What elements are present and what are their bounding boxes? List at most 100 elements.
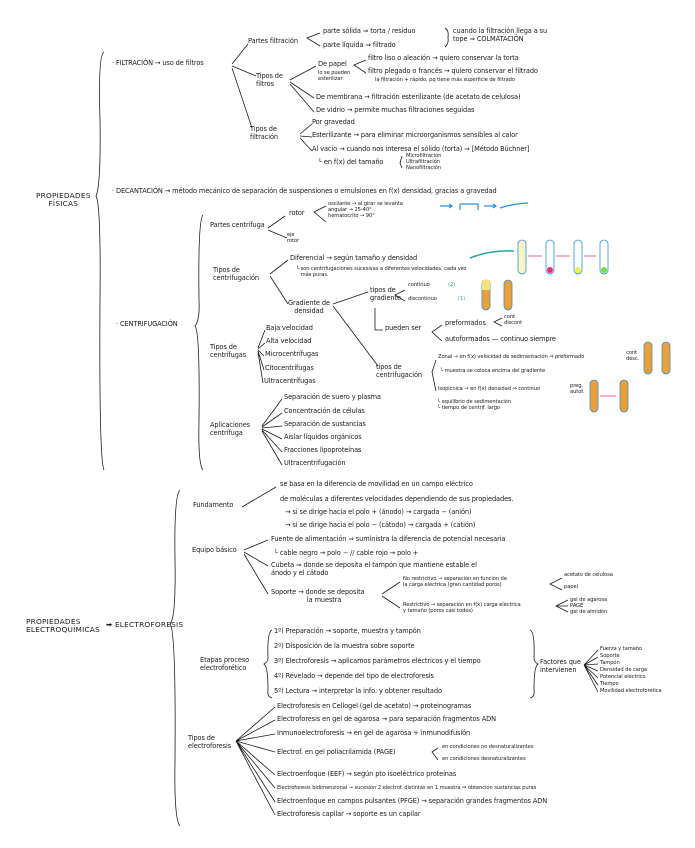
brace-electro bbox=[169, 489, 181, 827]
factor-item: Tampón bbox=[600, 660, 620, 666]
tipo-electroforesis-item: Electroforesis en Cellogel (gel de aceta… bbox=[277, 702, 472, 710]
zonal-note: └ muestra se coloca encima del gradiente bbox=[440, 368, 546, 374]
tipo-electroforesis-item: Electroenfoque en campos pulsantes (PFGE… bbox=[277, 797, 548, 805]
gradiente-continuo: continuo bbox=[408, 282, 430, 288]
centrifuga-item: Microcentrífugas bbox=[265, 350, 319, 358]
etapa-item: 4º) Revelado → depende del tipo de elect… bbox=[274, 672, 434, 680]
diferencial-note: └ son centrifugaciones sucesivas a difer… bbox=[296, 266, 467, 278]
al-vacio: Al vacío → cuando nos interesa el sólido… bbox=[312, 145, 530, 153]
rotor-sketch-icon bbox=[440, 202, 529, 210]
aplicacion-item: Concentración de células bbox=[284, 407, 365, 415]
test-tubes-icon bbox=[481, 239, 671, 413]
factor-item: Movilidad electroforética bbox=[600, 688, 662, 694]
aplicaciones-centrifuga: Aplicaciones centrífuga bbox=[210, 421, 250, 437]
fuente-alimentacion: Fuente de alimentación ⇒ suministra la d… bbox=[271, 535, 506, 543]
soporte: Soporte → donde se deposita la muestra bbox=[271, 588, 365, 604]
iso-note: └ equilibrio de sedimentación └ tiempo d… bbox=[437, 399, 511, 411]
rotor-tipos: oscilante → al girar se levanta angular … bbox=[328, 201, 403, 219]
aplicacion-item: Separación de sustancias bbox=[284, 420, 366, 428]
tipos-filtros: Tipos de filtros bbox=[256, 72, 283, 88]
title-propiedades-fisicas: PROPIEDADES FÍSICAS bbox=[36, 191, 91, 208]
filtro-papel: De papel bbox=[318, 60, 347, 68]
parte-solida: parte sólida ⇒ torta / residuo bbox=[323, 27, 416, 35]
brace-centrifugacion bbox=[194, 214, 204, 471]
isopicnica: Isopícnica → en f(x) densidad ⇒ continuo bbox=[438, 386, 540, 392]
teal-arrow-icon bbox=[469, 250, 515, 259]
tipos-electroforesis: Tipos de electroforesis bbox=[188, 734, 232, 750]
tipo-electroforesis-item: Electroforesis capilar → soporte es un c… bbox=[277, 810, 421, 818]
filtro-liso: filtro liso o aleación → quiero conserva… bbox=[368, 54, 519, 62]
tipos-centrif-gradiente: tipos de centrifugación bbox=[376, 363, 422, 379]
continuo-num: (2) bbox=[448, 282, 456, 288]
etapa-item: 3º) Electroforesis → aplicamos parámetro… bbox=[274, 657, 481, 665]
zonal: Zonal → en f(x) velocidad de sedimentaci… bbox=[438, 354, 585, 360]
tamano-tipos: Microfiltración Ultrafiltración Nanofilt… bbox=[406, 153, 442, 171]
por-gravedad: Por gravedad bbox=[312, 118, 355, 126]
en-funcion-tamano: └ en f(x) del tamaño bbox=[318, 158, 384, 166]
fundamento: Fundamento bbox=[193, 501, 234, 509]
etapa-item: 1º) Preparación → soporte, muestra y tam… bbox=[274, 627, 421, 635]
tipo-electroforesis-item: Electroforesis bidimensional → sucesión … bbox=[277, 785, 537, 791]
centrifuga-item: Baja velocidad bbox=[266, 324, 313, 332]
filtro-plegado: filtro plegado o francés → quiero conser… bbox=[368, 67, 538, 75]
factores-intervienen: Factores que intervienen bbox=[540, 658, 581, 674]
preformados-tipos: cont discont bbox=[504, 314, 523, 326]
aplicacion-item: Ultracentrifugación bbox=[284, 459, 346, 467]
factor-item: Potencial eléctrico bbox=[600, 674, 646, 680]
page-opt: en condiciones desnaturalizantes bbox=[442, 756, 526, 762]
rotor: rotor bbox=[289, 209, 305, 217]
filtro-membrana: De membrana → filtración esterilizante (… bbox=[316, 93, 521, 101]
cubeta: Cubeta ⇒ donde se deposita el tampón que… bbox=[271, 561, 477, 577]
fundamento-line: de moléculas a diferentes velocidades de… bbox=[280, 495, 514, 503]
eje-rotor: eje rotor bbox=[287, 232, 300, 244]
tipos-gradiente: tipos de gradiente bbox=[370, 286, 401, 302]
partes-centrifuga: Partes centrífuga bbox=[210, 221, 265, 229]
fundamento-line: → si se dirige hacia el polo + (ánodo) →… bbox=[285, 508, 472, 516]
partes-filtracion: Partes filtración bbox=[248, 37, 298, 45]
iso-opts: preg. autof. bbox=[570, 383, 585, 395]
page-opt: en condiciones no desnaturalizantes bbox=[442, 744, 534, 750]
discontinuo-num: (1) bbox=[458, 296, 466, 302]
papel-note: lo se pueden esterilizar bbox=[318, 70, 351, 82]
fundamento-line: se basa en la diferencia de movilidad en… bbox=[280, 480, 473, 488]
centrifugacion-heading: · CENTRIFUGACIÓN bbox=[116, 320, 178, 328]
aplicacion-item: Separación de suero y plasma bbox=[284, 393, 381, 401]
esterilizante: Esterilizante → para eliminar microorgan… bbox=[312, 131, 518, 139]
no-restrictivo-opts: acetato de celulosa papel bbox=[564, 572, 613, 590]
preformados: preformados bbox=[445, 319, 486, 327]
plegado-note: la filtración + rápido, pq tiene más sup… bbox=[375, 77, 515, 83]
fundamento-line: → si se dirige hacia el polo − (cátodo) … bbox=[285, 521, 476, 529]
tipos-filtracion: Tipos de filtración bbox=[250, 125, 278, 141]
restrictivo-opts: gel de agarosa PAGE gel de almidón bbox=[570, 597, 608, 615]
no-restrictivo: No restrictivo → separación en función d… bbox=[403, 576, 507, 588]
centrifuga-item: Citocentrífugas bbox=[265, 364, 314, 372]
aplicacion-item: Fracciones lipoproteínas bbox=[284, 446, 362, 454]
tipo-electroforesis-item: Electrof. en gel poliacrilamida (PAGE) bbox=[277, 748, 396, 756]
zonal-opts: cont desc. bbox=[626, 350, 640, 362]
gradiente-densidad: Gradiente de densidad bbox=[288, 299, 330, 315]
factor-item: Fuerza y tamaño bbox=[600, 646, 642, 652]
tipos-centrifugacion: Tipos de centrifugación bbox=[213, 266, 259, 282]
filtracion-heading: · FILTRACIÓN → uso de filtros bbox=[112, 59, 204, 67]
centrifuga-item: Ultracentrífugas bbox=[264, 377, 316, 385]
tipo-electroforesis-item: Inmunoelectroforesis → en gel de agarosa… bbox=[277, 729, 471, 737]
gradiente-discontinuo: discontinuo bbox=[408, 296, 437, 302]
restrictivo: Restrictivo → separación en f(x) carga e… bbox=[403, 602, 521, 614]
tipo-electroforesis-item: Electroforesis en gel de agarosa → para … bbox=[277, 715, 496, 723]
parte-liquida: parte líquida ⇒ filtrado bbox=[323, 41, 396, 49]
brace-fisicas bbox=[95, 51, 105, 471]
electroforesis-label: ➡ ELECTROFORESIS bbox=[106, 620, 184, 629]
factor-item: Tiempo bbox=[600, 681, 619, 687]
centrifuga-item: Alta velocidad bbox=[266, 337, 312, 345]
factor-item: Densidad de carga bbox=[600, 667, 648, 673]
etapas-proceso: Etapas proceso electroforético bbox=[200, 656, 250, 672]
cables: └ cable negro → polo − // cable rojo → p… bbox=[274, 549, 419, 557]
title-propiedades-electroquimicas: PROPIEDADES ELECTROQUÍMICAS bbox=[26, 617, 100, 634]
autoformados: autoformados — continuo siempre bbox=[445, 335, 556, 343]
pueden-ser: pueden ser bbox=[385, 324, 422, 332]
decantacion: · DECANTACIÓN → método mecánico de separ… bbox=[112, 187, 497, 195]
diferencial: Diferencial → según tamaño y densidad bbox=[290, 254, 418, 262]
factor-item: Soporte bbox=[600, 653, 620, 659]
